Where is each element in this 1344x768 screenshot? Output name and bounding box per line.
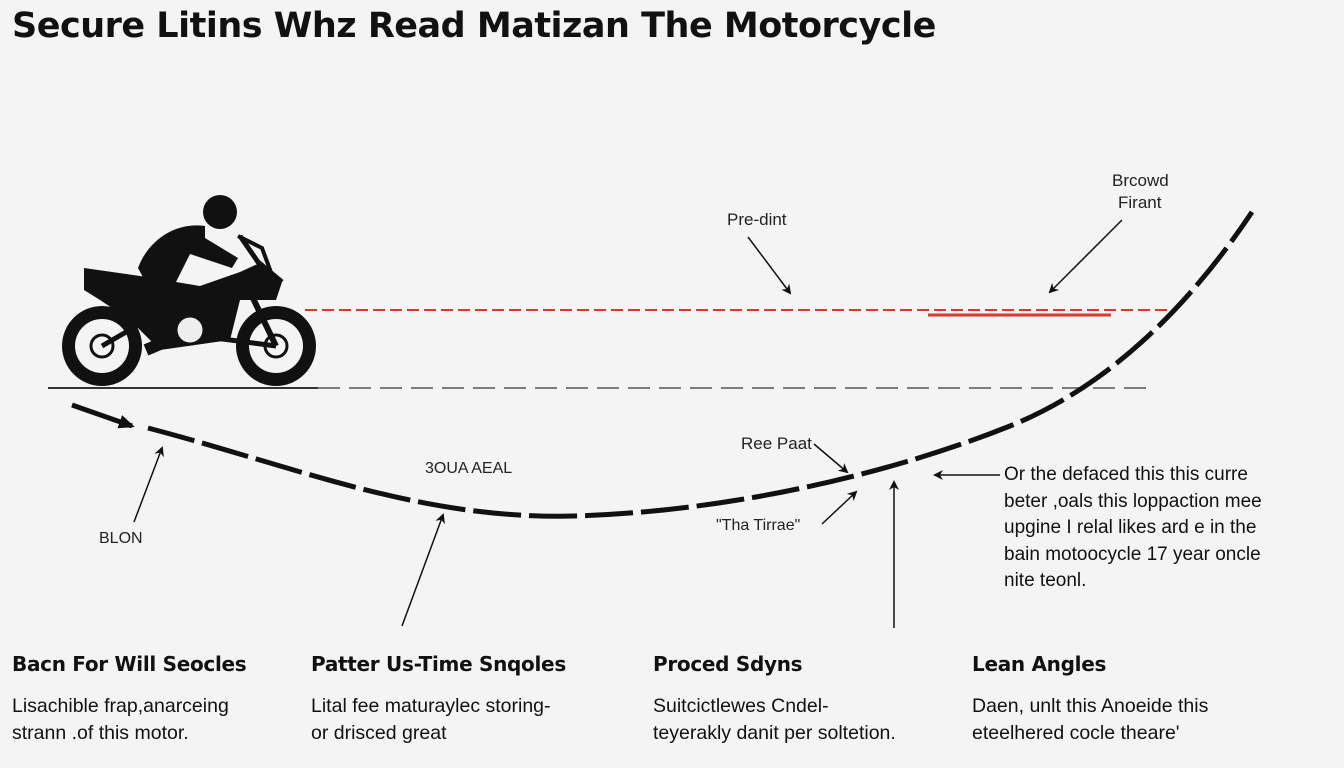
label-path: 3OUA AEAL <box>425 460 513 477</box>
label-blon: BLON <box>99 530 143 547</box>
note-line: bain motoocycle 17 year oncle <box>1004 543 1261 565</box>
note-line: upgine I relal likes ard e in the <box>1004 517 1257 538</box>
arrow-pre-dint <box>747 236 792 295</box>
column-text: Suitcictlewes Cndel- teyerakly danit per… <box>653 693 973 747</box>
column-line: Lital fee maturaylec storing- <box>311 695 551 717</box>
arrow-col2 <box>401 513 445 627</box>
label-ree-paat: Ree Paat <box>741 434 812 453</box>
column-line: or drisced great <box>311 722 447 744</box>
arrow-ree-paat <box>813 443 849 474</box>
column-heading: Bacn For Will Seocles <box>12 652 247 676</box>
page-title: Secure Litins Whz Read Matizan The Motor… <box>12 6 936 46</box>
label-broad-line1: Brcowd <box>1112 171 1169 190</box>
info-column: Lean Angles Daen, unlt this Anoeide this… <box>972 652 1292 747</box>
column-text: Lital fee maturaylec storing- or drisced… <box>311 693 631 747</box>
motorcycle-rider-icon <box>62 195 316 386</box>
note-line: Or the defaced this this curre <box>1004 464 1248 485</box>
column-heading: Patter Us-Time Snqoles <box>311 652 566 676</box>
column-line: strann .of this motor. <box>12 722 189 744</box>
label-tha-tirrae: "Tha Tirrae" <box>716 517 801 534</box>
trajectory-curve <box>147 210 1255 519</box>
column-text: Lisachible frap,anarceing strann .of thi… <box>12 693 332 747</box>
column-heading: Proced Sdyns <box>653 652 803 676</box>
column-line: Daen, unlt this Anoeide this <box>972 695 1209 717</box>
column-line: Suitcictlewes Cndel- <box>653 695 829 717</box>
arrow-tha-tirrae <box>821 490 858 525</box>
arrow-blon <box>133 446 164 523</box>
column-line: eteelhered cocle theare' <box>972 722 1180 744</box>
label-pre-dint: Pre-dint <box>727 210 787 229</box>
column-text: Daen, unlt this Anoeide this eteelhered … <box>972 693 1292 747</box>
entry-arrow <box>71 402 135 429</box>
note-line: beter ,oals this loppaction mee <box>1004 490 1262 512</box>
column-line: Lisachible frap,anarceing <box>12 695 229 717</box>
column-line: teyerakly danit per soltetion. <box>653 722 896 744</box>
info-column: Bacn For Will Seocles Lisachible frap,an… <box>12 652 332 747</box>
info-column: Patter Us-Time Snqoles Lital fee maturay… <box>311 652 631 747</box>
info-column: Proced Sdyns Suitcictlewes Cndel- teyera… <box>653 652 973 747</box>
side-note: Or the defaced this this curre beter ,oa… <box>1004 462 1262 595</box>
label-broad-line2: Firant <box>1118 193 1162 212</box>
arrow-broad-firant <box>1048 219 1123 294</box>
note-line: nite teonl. <box>1004 570 1087 591</box>
column-heading: Lean Angles <box>972 652 1107 676</box>
